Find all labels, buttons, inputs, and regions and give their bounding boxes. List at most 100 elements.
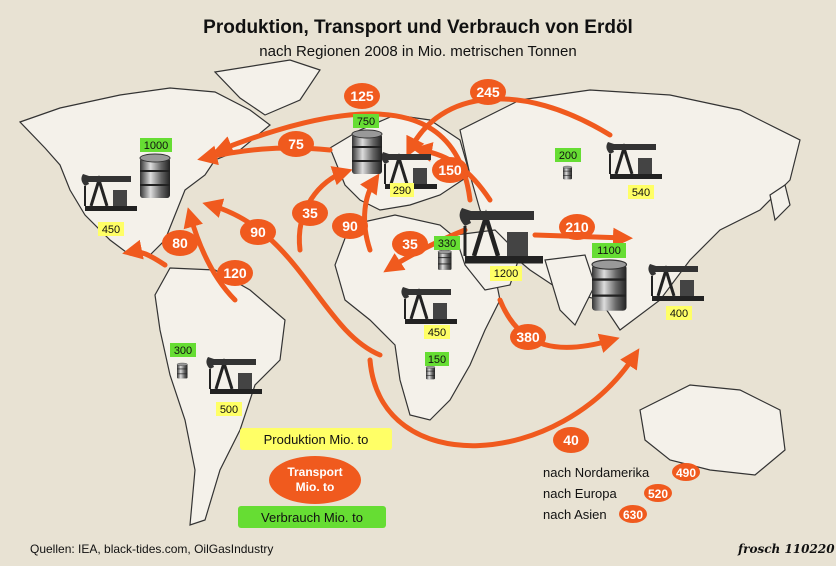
total-value-north-america: 490 xyxy=(676,466,696,480)
consumption-south-america: 300 xyxy=(170,343,196,357)
production-south-america: 500 xyxy=(216,402,242,416)
transport-value: 35 xyxy=(402,236,418,252)
continents xyxy=(18,59,801,526)
arrow-path xyxy=(497,297,620,353)
arrow-path xyxy=(202,198,383,358)
total-badge xyxy=(619,505,647,523)
production-former-soviet: 540 xyxy=(628,185,654,199)
consumption-value: 1000 xyxy=(144,140,168,152)
consumption-north-america: 1000 xyxy=(140,138,172,152)
legend-transport-line1: Transport xyxy=(287,465,342,479)
oil-barrel-icon xyxy=(437,249,452,271)
consumption-former-soviet: 200 xyxy=(555,148,581,162)
author-signature: frosch 110220 xyxy=(737,542,835,556)
consumption-value: 300 xyxy=(174,345,192,357)
transport-value: 40 xyxy=(563,432,579,448)
transport-value: 245 xyxy=(476,84,500,100)
transport-bubble xyxy=(553,427,589,453)
total-label-asia: nach Asien xyxy=(543,507,607,522)
production-value: 450 xyxy=(102,224,120,236)
production-value: 500 xyxy=(220,404,238,416)
japan xyxy=(769,184,791,222)
transport-bubble xyxy=(162,230,198,256)
production-asia: 400 xyxy=(666,306,692,320)
transport-bubble xyxy=(510,324,546,350)
transport-value: 35 xyxy=(302,205,318,221)
arrow-path xyxy=(183,207,238,303)
transport-bubble xyxy=(392,231,428,257)
legend-transport-swatch xyxy=(269,456,361,504)
legend-consumption: Verbrauch Mio. to xyxy=(261,510,363,525)
transport-bubble xyxy=(278,131,314,157)
oil-barrel-icon xyxy=(425,365,436,380)
production-value: 290 xyxy=(393,185,411,197)
india xyxy=(544,254,596,327)
transport-bubble xyxy=(344,83,380,109)
legend-consumption-swatch xyxy=(238,506,386,528)
transport-value: 90 xyxy=(250,224,266,240)
transport-bubble xyxy=(217,260,253,286)
production-europe: 290 xyxy=(390,183,414,197)
consumption-value: 330 xyxy=(438,238,456,250)
production-value: 540 xyxy=(632,187,650,199)
oil-barrel-icon xyxy=(590,258,628,312)
transport-bubble xyxy=(240,219,276,245)
consumption-africa: 150 xyxy=(425,352,449,366)
arrow-path xyxy=(360,173,380,253)
arrow-path xyxy=(122,239,168,268)
total-value-asia: 630 xyxy=(623,508,643,522)
production-africa: 450 xyxy=(424,325,450,339)
transport-value: 150 xyxy=(438,162,462,178)
transport-value: 80 xyxy=(172,235,188,251)
transport-value: 125 xyxy=(350,88,374,104)
transport-bubble xyxy=(332,213,368,239)
oil-barrel-icon xyxy=(562,165,573,180)
transport-values: 125 245 75 150 35 90 35 90 80 120 210 380 40 xyxy=(162,79,595,453)
legend: Produktion Mio. to Transport Mio. to Ver… xyxy=(238,428,392,528)
consumption-europe: 750 xyxy=(353,114,379,128)
transport-bubble xyxy=(470,79,506,105)
consumption-value: 200 xyxy=(559,150,577,162)
production-middle-east: 1200 xyxy=(490,266,522,281)
transport-value: 120 xyxy=(223,265,247,281)
total-badge xyxy=(672,463,700,481)
production-value: 1200 xyxy=(494,268,518,280)
import-totals: nach Nordamerika 490 nach Europa 520 nac… xyxy=(543,463,700,523)
consumption-value: 750 xyxy=(357,116,375,128)
oil-barrel-icon xyxy=(176,362,188,379)
transport-bubble xyxy=(559,214,595,240)
legend-production: Produktion Mio. to xyxy=(264,432,369,447)
total-badge xyxy=(644,484,672,502)
south-america xyxy=(154,267,286,526)
legend-production-swatch xyxy=(240,428,392,450)
arrow-path xyxy=(367,348,640,449)
transport-bubble xyxy=(292,200,328,226)
consumption-asia: 1100 xyxy=(592,243,626,258)
consumption-middle-east: 330 xyxy=(434,236,460,250)
arrow-path xyxy=(197,145,333,166)
consumption-value: 1100 xyxy=(597,245,621,257)
greenland xyxy=(213,59,321,116)
production-value: 450 xyxy=(428,327,446,339)
total-value-europe: 520 xyxy=(648,487,668,501)
total-label-north-america: nach Nordamerika xyxy=(543,465,650,480)
legend-transport-line2: Mio. to xyxy=(296,480,335,494)
consumption-labels: 1000 750 200 330 150 300 1100 xyxy=(140,114,626,366)
transport-value: 380 xyxy=(516,329,540,345)
total-label-europe: nach Europa xyxy=(543,486,617,501)
transport-value: 210 xyxy=(565,219,589,235)
chart-subtitle: nach Regionen 2008 in Mio. metrischen To… xyxy=(259,43,576,60)
transport-value: 75 xyxy=(288,136,304,152)
chart-title: Produktion, Transport und Verbrauch von … xyxy=(203,17,633,38)
source-credit: Quellen: IEA, black-tides.com, OilGasInd… xyxy=(30,542,273,556)
transport-bubble xyxy=(432,157,468,183)
oil-barrel-icon xyxy=(351,129,383,175)
arrow-path xyxy=(296,166,353,253)
production-labels: 450 290 540 1200 450 500 400 xyxy=(98,183,692,416)
oil-barrel-icon xyxy=(139,153,171,199)
production-north-america: 450 xyxy=(98,222,124,236)
production-value: 400 xyxy=(670,308,688,320)
transport-value: 90 xyxy=(342,218,358,234)
